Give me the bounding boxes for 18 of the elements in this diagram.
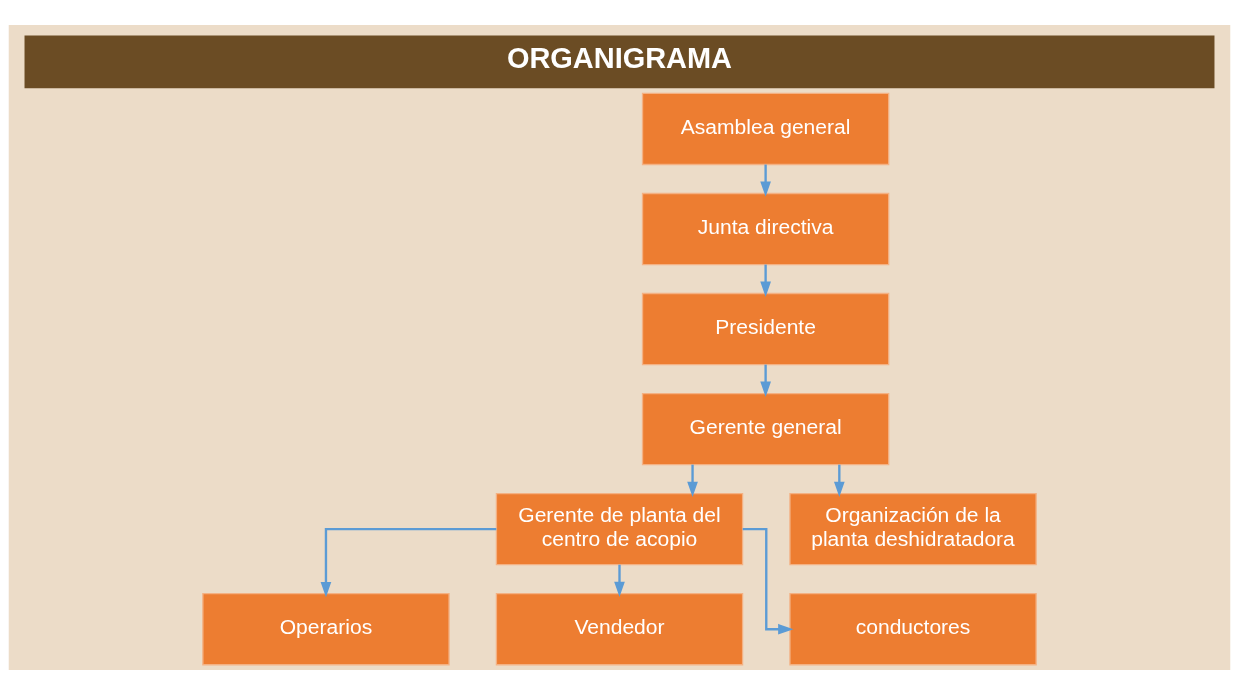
arrow [760,364,771,397]
node-box: Gerente general [641,392,890,466]
arrow [614,564,625,597]
arrow [687,464,698,497]
arrow [833,464,845,497]
node-box: Vendedor [495,593,744,666]
node-box: Junta directiva [641,192,890,266]
arrow [760,164,771,197]
arrow [760,264,771,297]
arrow [320,527,497,598]
node-box: Organización de la planta deshidratadora [789,492,1037,566]
node-box: conductores [789,593,1037,666]
node-box: Operarios [202,593,450,666]
arrow [742,527,794,635]
diagram-title: ORGANIGRAMA [506,41,733,74]
node-box: Presidente [641,292,890,366]
node-box: Asamblea general [641,92,890,166]
node-box: Gerente de planta del centro de acopio [495,492,744,566]
